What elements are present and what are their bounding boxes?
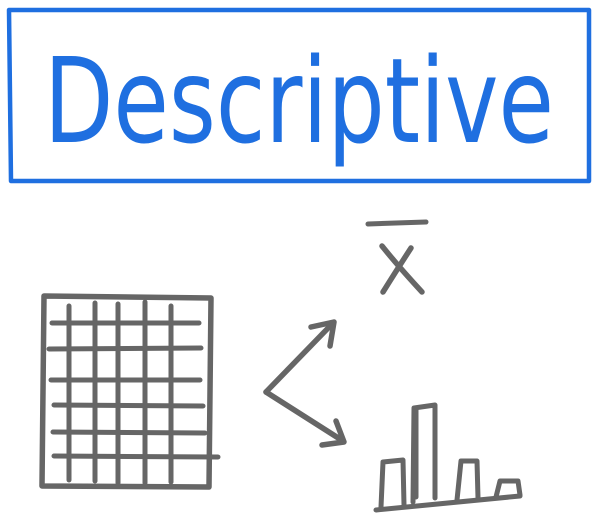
- grid-table-icon: [39, 293, 221, 490]
- title-box: Descriptive: [6, 7, 592, 184]
- title-text: Descriptive: [44, 32, 554, 170]
- mean-symbol-icon: [365, 219, 429, 295]
- bar-chart-icon: [373, 402, 523, 513]
- branch-arrows-icon: [263, 319, 347, 448]
